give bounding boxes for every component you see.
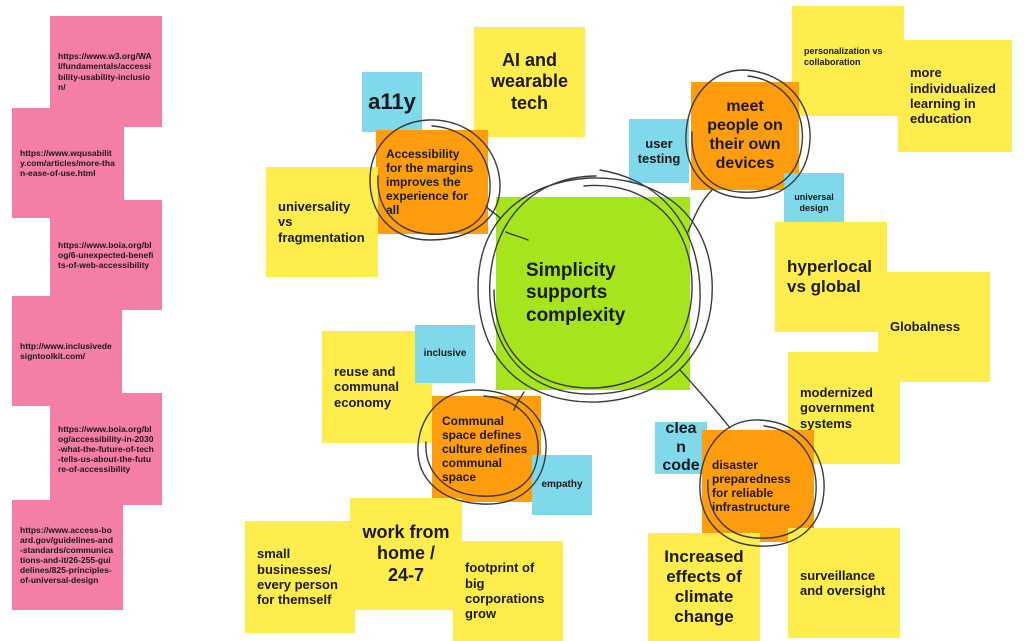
- note-hyperlocal[interactable]: hyperlocal vs global: [775, 222, 887, 332]
- note-footprint[interactable]: footprint of big corporations grow: [453, 541, 563, 641]
- note-climate-change[interactable]: Increased effects of climate change: [648, 533, 760, 641]
- note-center-simplicity[interactable]: Simplicity supports complexity: [496, 197, 690, 390]
- note-a11y[interactable]: a11y: [362, 72, 422, 132]
- note-inclusive[interactable]: inclusive: [415, 325, 475, 383]
- note-communal-space[interactable]: Communal space defines culture defines c…: [432, 396, 541, 502]
- note-clean-code[interactable]: clean code: [655, 422, 707, 474]
- note-individualized-learning[interactable]: more individualized learning in educatio…: [898, 40, 1012, 152]
- note-user-testing[interactable]: user testing: [629, 119, 689, 183]
- link-note-access-board[interactable]: https://www.access-board.gov/guidelines-…: [12, 500, 123, 610]
- note-small-businesses[interactable]: small businesses/ every person for thems…: [245, 521, 355, 633]
- link-note-inclusive-toolkit[interactable]: http://www.inclusivedesigntoolkit.com/: [12, 296, 122, 406]
- note-accessibility-margins[interactable]: Accessibility for the margins improves t…: [376, 130, 488, 234]
- note-universality[interactable]: universality vs fragmentation: [266, 167, 378, 277]
- note-ai-wearable[interactable]: AI and wearable tech: [474, 27, 585, 137]
- note-surveillance[interactable]: surveillance and oversight: [788, 528, 900, 638]
- note-personalization[interactable]: personalization vs collaboration: [792, 6, 904, 116]
- note-meet-people[interactable]: meet people on their own devices: [691, 82, 799, 190]
- note-reuse-economy[interactable]: reuse and communal economy: [322, 331, 432, 443]
- note-work-from-home[interactable]: work from home / 24-7: [350, 498, 462, 610]
- link-note-boia-2030[interactable]: https://www.boia.org/blog/accessibility-…: [50, 393, 162, 505]
- note-disaster-preparedness[interactable]: disaster preparedness for reliable infra…: [702, 430, 814, 542]
- link-note-usability[interactable]: https://www.wqusability.com/articles/mor…: [12, 108, 124, 218]
- note-empathy[interactable]: empathy: [532, 455, 592, 515]
- link-note-boia-benefits[interactable]: https://www.boia.org/blog/6-unexpected-b…: [50, 200, 162, 310]
- note-modernized-government[interactable]: modernized government systems: [788, 352, 900, 464]
